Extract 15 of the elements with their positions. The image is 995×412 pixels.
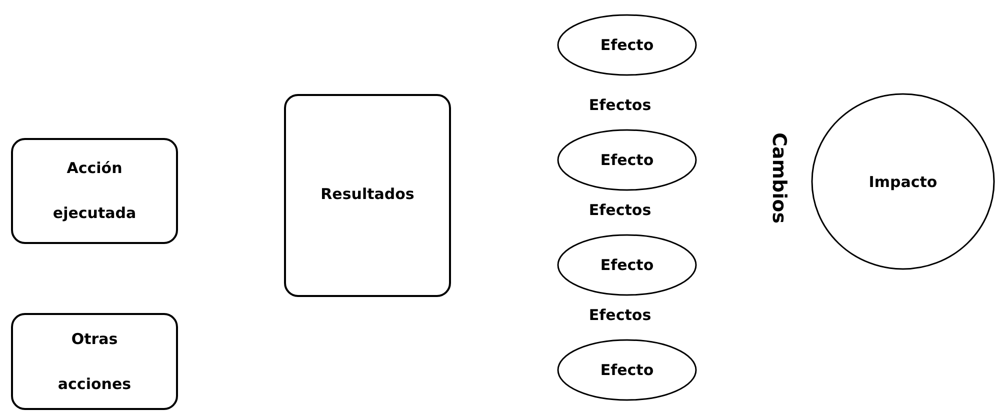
process-box (11, 313, 178, 410)
vertical-label: Cambios (768, 132, 790, 224)
text-label: Efectos (588, 96, 652, 114)
node-label: Resultados (320, 184, 416, 204)
node-label: Efecto (600, 150, 654, 170)
node-label: Impacto (868, 172, 938, 192)
node-label: Otras acciones (56, 328, 132, 394)
node-label: Efecto (600, 255, 654, 275)
process-box (284, 94, 451, 297)
text-label: Efectos (588, 306, 652, 324)
node-label: Acción ejecutada (52, 158, 138, 224)
node-label: Efecto (600, 360, 654, 380)
text-label: Efectos (588, 201, 652, 219)
node-label: Efecto (600, 35, 654, 55)
process-box (11, 138, 178, 244)
